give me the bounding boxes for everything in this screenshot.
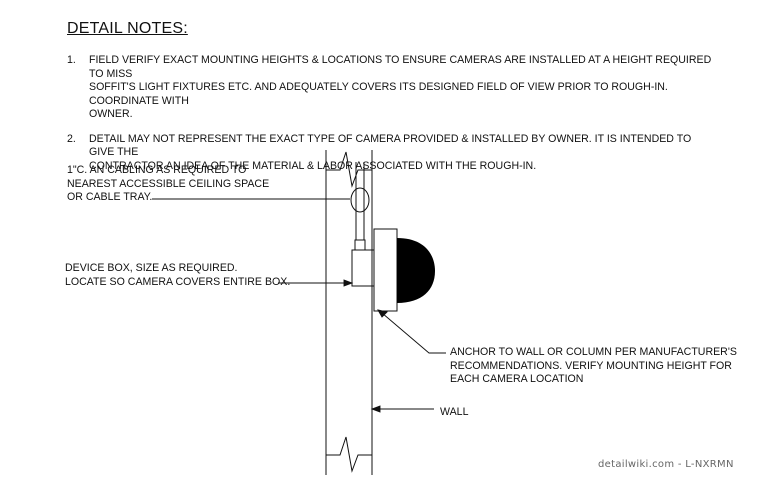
callout-wall-label: WALL (440, 406, 469, 418)
camera-dome (397, 238, 435, 303)
note-1-line-3: OWNER. (89, 108, 133, 120)
note-1-line-2: SOFFIT'S LIGHT FIXTURES ETC. AND ADEQUAT… (89, 81, 668, 107)
note-1: 1. FIELD VERIFY EXACT MOUNTING HEIGHTS &… (67, 54, 717, 122)
note-1-line-1: FIELD VERIFY EXACT MOUNTING HEIGHTS & LO… (89, 54, 712, 80)
watermark: detailwiki.com - L-NXRMN (598, 459, 734, 470)
callout-anchor: ANCHOR TO WALL OR COLUMN PER MANUFACTURE… (450, 346, 737, 387)
note-2: 2. DETAIL MAY NOT REPRESENT THE EXACT TY… (67, 133, 717, 174)
leader-device-box-arrow (343, 279, 354, 287)
callout-cabling-line-2: NEAREST ACCESSIBLE CEILING SPACE (67, 177, 270, 190)
note-2-line-1: DETAIL MAY NOT REPRESENT THE EXACT TYPE … (89, 132, 692, 159)
camera-base-plate (373, 228, 398, 312)
callout-cabling-line-3: OR CABLE TRAY. (67, 191, 153, 203)
note-2-number: 2. (67, 132, 76, 145)
conduit-callout-ellipse (350, 187, 370, 213)
device-box (351, 249, 375, 287)
callout-cabling: 1"C. AN CABLING AS REQUIRED TO NEAREST A… (67, 164, 269, 205)
conduit-fitting (354, 239, 366, 251)
leader-wall-arrow (370, 405, 381, 413)
callout-device-box-line-2: LOCATE SO CAMERA COVERS ENTIRE BOX. (65, 275, 291, 288)
callout-device-box-line-1: DEVICE BOX, SIZE AS REQUIRED. (65, 262, 238, 274)
leader-anchor (381, 312, 446, 354)
wall-break-lower (326, 436, 372, 473)
note-1-number: 1. (67, 54, 76, 66)
wall-break-upper (326, 151, 372, 188)
callout-cabling-line-1: 1"C. AN CABLING AS REQUIRED TO (67, 164, 247, 176)
callout-anchor-line-1: ANCHOR TO WALL OR COLUMN PER MANUFACTURE… (450, 346, 737, 358)
note-2-line-2: CONTRACTOR AN IDEA OF THE MATERIAL & LAB… (89, 159, 537, 172)
detail-notes-title: DETAIL NOTES: (67, 20, 188, 37)
detail-notes-list: 1. FIELD VERIFY EXACT MOUNTING HEIGHTS &… (67, 54, 717, 184)
callout-wall: WALL (440, 406, 468, 420)
leader-anchor-arrow (377, 309, 388, 318)
callout-device-box: DEVICE BOX, SIZE AS REQUIRED. LOCATE SO … (65, 262, 290, 289)
callout-anchor-line-3: EACH CAMERA LOCATION (450, 373, 584, 385)
callout-anchor-line-2: RECOMMENDATIONS. VERIFY MOUNTING HEIGHT … (450, 359, 732, 372)
